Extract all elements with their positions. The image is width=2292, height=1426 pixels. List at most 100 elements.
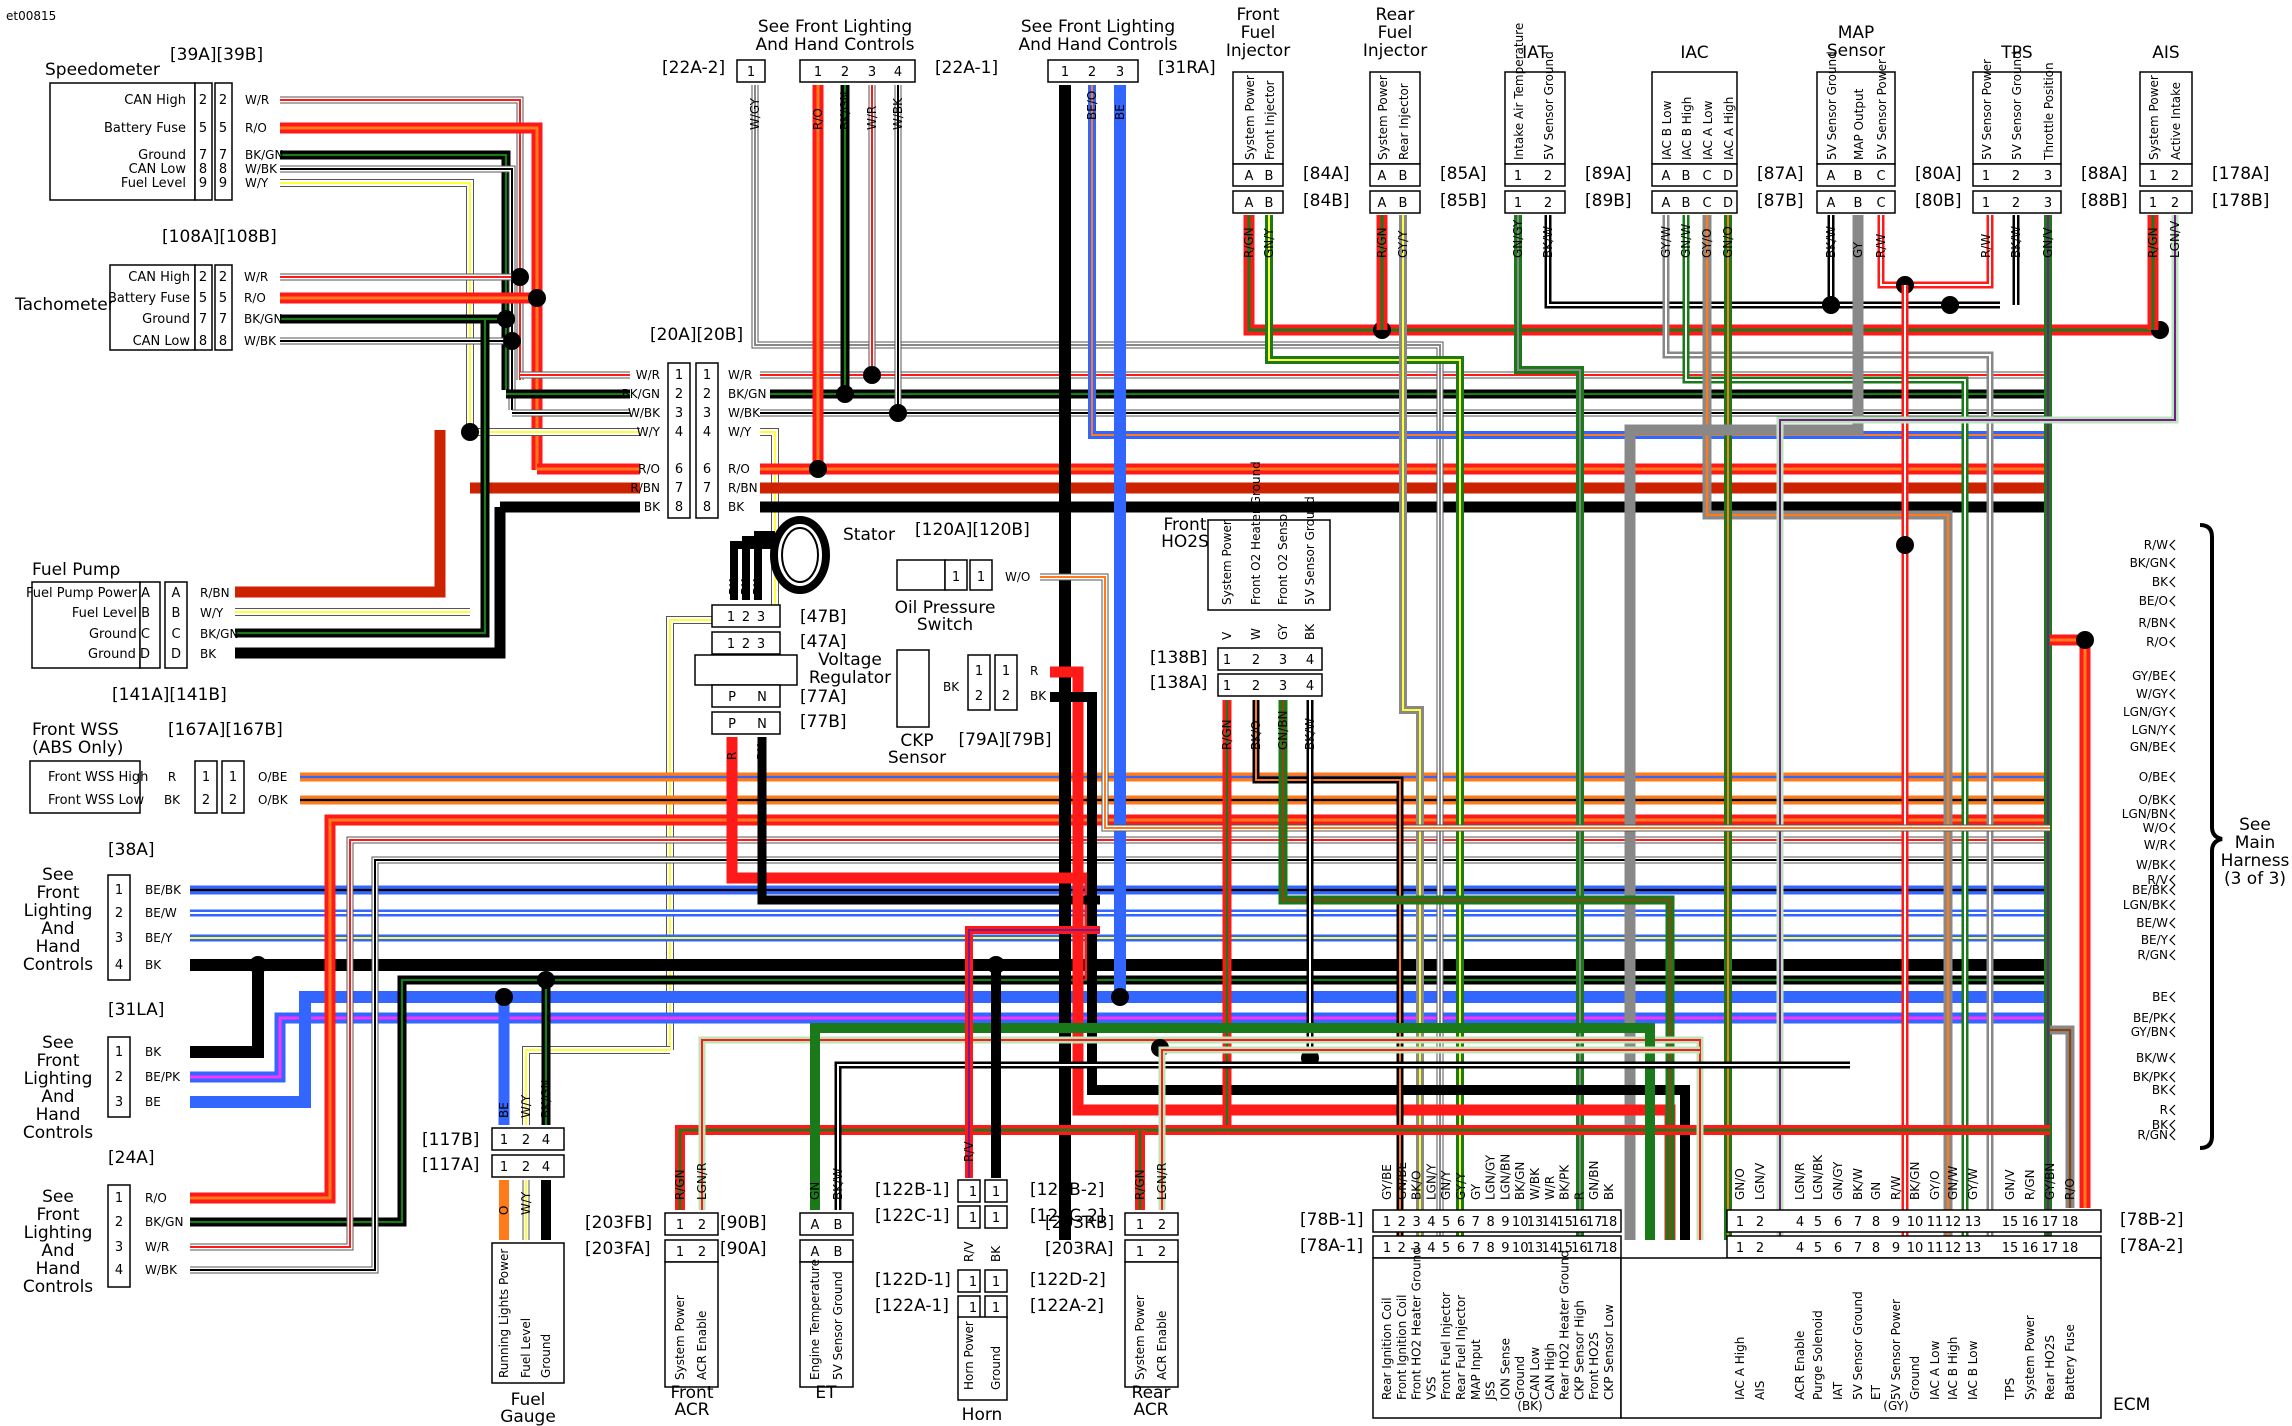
tps-conn-a-box bbox=[1972, 163, 2062, 187]
ecm-bk-pin-a: 9 bbox=[1501, 1241, 1509, 1256]
conn-22a-title: And Hand Controls bbox=[755, 35, 914, 55]
fuel-pump-wire-color: R/BN bbox=[200, 586, 230, 600]
oil-pressure-pin-a bbox=[944, 559, 968, 591]
rear_acr-pin-b: 1 bbox=[1136, 1218, 1144, 1233]
rear_acr-conn-a bbox=[1124, 1239, 1179, 1263]
iac-pin-a: C bbox=[1702, 169, 1711, 184]
iac-box bbox=[1651, 71, 1738, 165]
ecm-bk-wire: LGN/Y bbox=[1424, 1163, 1438, 1200]
front_acr-pin-name: System Power bbox=[673, 1295, 687, 1380]
conn-20a-wire: BK/GN bbox=[622, 387, 660, 401]
ais-pin-a: 2 bbox=[2171, 169, 2179, 184]
front_acr-wire: R/GN bbox=[673, 1169, 687, 1200]
splice-dot bbox=[511, 268, 529, 286]
main-harness-wire-label: R/GN bbox=[2137, 948, 2168, 962]
main-harness-wire-label: BK/W bbox=[2136, 1051, 2168, 1065]
main-harness-wire-label: BE/Y bbox=[2141, 933, 2169, 947]
speedometer-pin-num: 7 bbox=[199, 148, 207, 163]
conn-31ra-wire: BK bbox=[1058, 103, 1072, 120]
tachometer-pin-name: Battery Fuse bbox=[108, 291, 190, 306]
main-harness-wire-label: LGN/GY bbox=[2123, 705, 2169, 719]
front-ho2s-conn-a-id: [138A] bbox=[1150, 673, 1207, 693]
harness-brace-icon bbox=[2199, 523, 2223, 1150]
harness-end-icon bbox=[2169, 1119, 2176, 1131]
rear_fuel_injector-wire: GY/Y bbox=[1396, 230, 1410, 258]
harness-end-icon bbox=[2169, 1104, 2176, 1116]
conn-31ra-wire: BE bbox=[1113, 104, 1127, 120]
speedometer-wire-color: W/Y bbox=[245, 176, 269, 190]
ecm-gy-pin-a: 17 bbox=[2042, 1241, 2059, 1256]
ecm-gy-pin-name: IAC A High bbox=[1733, 1337, 1747, 1400]
conn_31la-pin: 2 bbox=[115, 1070, 123, 1085]
oil-pressure-pin-b bbox=[969, 559, 993, 591]
fuel-gauge-conn-b bbox=[491, 1127, 565, 1151]
iac-pin-name: IAC B Low bbox=[1660, 100, 1674, 160]
et-wire: GN bbox=[808, 1182, 822, 1200]
horn-conn-right-box bbox=[984, 1205, 1008, 1229]
ecm-bk-wire: GN/BE bbox=[1395, 1162, 1409, 1200]
tachometer-pin-b bbox=[214, 264, 233, 351]
conn_38a-wire: BK bbox=[145, 958, 162, 972]
conn_38a-pin: 2 bbox=[115, 906, 123, 921]
ecm-gy-wire: GN/GY bbox=[1831, 1161, 1845, 1200]
wire-lgn-v bbox=[1776, 215, 2179, 1240]
ecm-bk-pin-b: 8 bbox=[1486, 1215, 1494, 1230]
horn-wire-top: R/V bbox=[962, 1141, 976, 1162]
regulator-conn-b bbox=[711, 604, 781, 628]
horn-conn-right-box bbox=[984, 1179, 1008, 1203]
et-conn-a-id: [90A] bbox=[720, 1239, 767, 1259]
harness-end-icon bbox=[2169, 636, 2176, 648]
harness-end-icon bbox=[2169, 557, 2176, 569]
ecm-bk-pin-b: 1 bbox=[1383, 1215, 1391, 1230]
ecm-bk-wire: BK/O bbox=[1410, 1170, 1424, 1200]
conn-20a-pin: 2 bbox=[675, 387, 683, 402]
ecm-bk-conn-a-id: [78A-1] bbox=[1300, 1236, 1363, 1256]
figure-id: et00815 bbox=[6, 9, 56, 23]
front-ho2s-pin-b: 2 bbox=[1252, 653, 1260, 668]
front_acr-pin-b: 1 bbox=[676, 1218, 684, 1233]
ecm-gy-label: (GY) bbox=[1883, 1399, 1908, 1413]
conn-22a-1-box bbox=[799, 59, 916, 83]
ckp-pin-a-num: 1 bbox=[975, 664, 983, 679]
iac-wire: GY/W bbox=[1659, 226, 1673, 258]
horn-box bbox=[957, 1316, 1008, 1401]
wire-bk bbox=[757, 737, 1100, 905]
front_acr-title: Front bbox=[671, 1383, 714, 1403]
fuel-gauge-pin-a: 2 bbox=[522, 1160, 530, 1175]
tps-pin-name: 5V Sensor Ground bbox=[2010, 51, 2024, 160]
front-ho2s-conn-b bbox=[1217, 647, 1323, 671]
ecm-bk-wire: W/R bbox=[1543, 1176, 1557, 1200]
et-pin-b: B bbox=[834, 1218, 843, 1233]
conn_31la-title: And bbox=[41, 1087, 74, 1107]
ais-conn-b-id: [178B] bbox=[2212, 191, 2269, 211]
conn-31ra-pin: 3 bbox=[1116, 65, 1124, 80]
horn-pin: 1 bbox=[969, 1275, 977, 1290]
ecm-bk-pin-b: 15 bbox=[1556, 1215, 1573, 1230]
wire-gy-o bbox=[1702, 215, 1953, 1240]
wss-pin-a bbox=[194, 760, 218, 814]
splice-dot bbox=[863, 366, 881, 384]
ecm-gy-wire: GY/W bbox=[1966, 1168, 1980, 1200]
ecm-gy-pin-name: IAC B High bbox=[1946, 1337, 1960, 1400]
wire-bk bbox=[742, 536, 775, 600]
conn-20a-pin: 6 bbox=[675, 462, 683, 477]
iac-wire: GY/O bbox=[1700, 228, 1714, 258]
wire-be bbox=[190, 991, 2050, 1108]
main-harness-wire-label: W/BK bbox=[2136, 858, 2169, 872]
main-harness-wire-label: BE/BK bbox=[2132, 883, 2169, 897]
wire-r-bn bbox=[235, 430, 446, 598]
rear_fuel_injector-pin-b: B bbox=[1399, 196, 1408, 211]
main-harness-wire-label: LGN/BN bbox=[2122, 807, 2168, 821]
ecm-bk-pin-b: 7 bbox=[1472, 1215, 1480, 1230]
harness-end-icon bbox=[2169, 794, 2176, 806]
ecm-gy-wire: BK/W bbox=[1851, 1168, 1865, 1200]
speedometer-pin-num: 7 bbox=[219, 148, 227, 163]
main-harness-wire-label: BK bbox=[2152, 575, 2169, 589]
conn_31la-pin: 1 bbox=[115, 1045, 123, 1060]
tachometer-wire-color: R/O bbox=[244, 291, 266, 305]
iac-conn-b-box bbox=[1651, 190, 1738, 214]
ecm-gy-pin-a: 8 bbox=[1872, 1241, 1880, 1256]
et-conn-b-id: [90B] bbox=[720, 1213, 767, 1233]
speedometer-pin-num: 2 bbox=[199, 93, 207, 108]
iat-pin-name: Intake Air Temperature bbox=[1512, 23, 1526, 160]
